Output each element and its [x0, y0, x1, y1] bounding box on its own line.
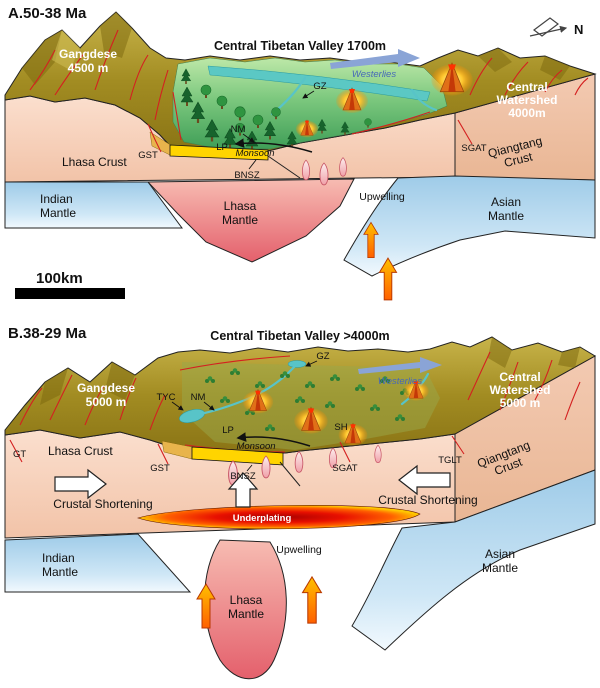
b-gt-label: GT — [13, 449, 26, 460]
a-lp-label: LP — [216, 142, 228, 153]
b-nm-label: NM — [191, 392, 206, 403]
a-bnsz-leader-line — [248, 159, 257, 170]
scale-bar-label: 100km — [36, 270, 83, 287]
a-watershed-label2: Watershed — [497, 93, 558, 107]
crustal-shortening-arrow-right-icon — [398, 464, 451, 496]
a-fault-lines — [29, 29, 589, 153]
a-gz-leader-line — [302, 90, 315, 99]
north-label: N — [574, 22, 583, 37]
b-sgat-label: SGAT — [332, 463, 357, 474]
b-asian-mantle — [351, 469, 596, 651]
b-gz-label: GZ — [316, 351, 329, 362]
b-monsoon-label: Monsoon — [236, 441, 275, 452]
b-bnsz-fault-line — [279, 461, 301, 487]
b-watershed-label2: Watershed — [490, 383, 551, 397]
a-indian-mantle-label1: Indian — [40, 192, 73, 206]
crustal-shortening-arrow-left-icon — [54, 468, 107, 500]
b-lhasa-mantle-label1: Lhasa — [230, 593, 263, 607]
b-watershed-elev: 5000 m — [500, 396, 541, 410]
a-asian-mantle-label2: Mantle — [488, 209, 524, 223]
a-lhasa-crust-label: Lhasa Crust — [62, 155, 127, 169]
panel-a-title: A.50-38 Ma — [8, 5, 87, 22]
b-lake — [287, 360, 307, 368]
b-bnsz-label: BNSZ — [230, 471, 256, 482]
a-indian-mantle-label2: Mantle — [40, 206, 76, 220]
b-valley-title: Central Tibetan Valley >4000m — [210, 329, 389, 343]
monsoon-arrow-icon — [236, 432, 311, 447]
a-qiangtang-label2: Crust — [503, 149, 535, 170]
a-monsoon-label: Monsoon — [235, 148, 274, 159]
b-tyc-label: TYC — [157, 392, 176, 403]
a-river — [410, 88, 438, 112]
b-indian-mantle — [4, 533, 192, 593]
a-watershed-label1: Central — [506, 80, 547, 94]
b-plateau-tint — [182, 362, 440, 450]
a-gangdese-elev: 4500 m — [68, 61, 109, 75]
a-nm-label: NM — [231, 124, 246, 135]
a-lhasa-mantle-label1: Lhasa — [224, 199, 257, 213]
upwelling-arrow-icon — [302, 576, 322, 624]
a-upwelling-label: Upwelling — [359, 191, 405, 203]
a-bnsz-label: BNSZ — [234, 170, 260, 181]
panel-a: A.50-38 Ma Central Tibetan Valley 1700m … — [4, 5, 597, 301]
a-suture-band — [169, 144, 269, 161]
a-lhasa-mantle — [146, 178, 355, 263]
a-gz-label: GZ — [313, 81, 326, 92]
a-lake — [207, 65, 431, 102]
b-mountain-shading — [40, 337, 580, 405]
b-lp-label: LP — [222, 425, 234, 436]
a-lhasa-mantle-label2: Mantle — [222, 213, 258, 227]
a-gangdese-label: Gangdese — [59, 47, 117, 61]
a-mountain-highlight — [52, 30, 80, 70]
a-asian-mantle-label1: Asian — [491, 195, 521, 209]
b-gangdese-elev: 5000 m — [86, 395, 127, 409]
a-nm-leader-line — [242, 133, 255, 143]
b-underplating-label: Underplating — [233, 513, 292, 524]
b-nm-leader-line — [203, 401, 215, 411]
monsoon-arrow-icon — [234, 138, 313, 153]
a-watershed-elev: 4000m — [508, 106, 545, 120]
b-gst-label: GST — [150, 463, 170, 474]
scale-bar: 100km — [15, 270, 125, 299]
b-fault-lines — [9, 351, 581, 465]
a-indian-mantle — [4, 181, 183, 229]
scale-bar-rect — [15, 288, 125, 299]
a-sgat-label: SGAT — [461, 143, 486, 154]
b-lhasa-crust-label: Lhasa Crust — [48, 444, 113, 458]
uplift-arrow-icon — [227, 472, 259, 508]
b-gz-leader-line — [305, 360, 318, 367]
a-mountain-shading — [22, 12, 570, 85]
b-crustal-shortening-left-label: Crustal Shortening — [53, 497, 152, 511]
westerlies-arrow-icon — [358, 357, 442, 374]
panel-b: B.38-29 Ma Central Tibetan Valley >4000m… — [4, 325, 596, 680]
a-valley-title: Central Tibetan Valley 1700m — [214, 39, 386, 53]
panel-b-title: B.38-29 Ma — [8, 325, 87, 342]
b-gangdese-label: Gangdese — [77, 381, 135, 395]
b-tglt-label: TGLT — [438, 455, 462, 466]
a-gst-label: GST — [138, 150, 158, 161]
b-asian-mantle-label2: Mantle — [482, 561, 518, 575]
b-indian-mantle-label1: Indian — [42, 551, 75, 565]
b-asian-mantle-label1: Asian — [485, 547, 515, 561]
b-tyc-leader-line — [171, 401, 184, 411]
westerlies-arrow-icon — [330, 49, 420, 69]
b-indian-mantle-label2: Mantle — [42, 565, 78, 579]
b-sh-label: SH — [334, 422, 347, 433]
b-crustal-shortening-right-label: Crustal Shortening — [378, 493, 477, 507]
b-watershed-label1: Central — [499, 370, 540, 384]
north-arrow-icon: N — [529, 17, 583, 37]
b-westerlies-label: Westerlies — [378, 376, 422, 387]
b-underplating-lens — [137, 505, 421, 530]
b-lhasa-mantle-label2: Mantle — [228, 607, 264, 621]
b-bnsz-leader-line — [246, 464, 253, 472]
b-upwelling-label: Upwelling — [276, 544, 322, 556]
a-bnsz-fault-line — [267, 155, 301, 179]
a-westerlies-label: Westerlies — [352, 69, 396, 80]
